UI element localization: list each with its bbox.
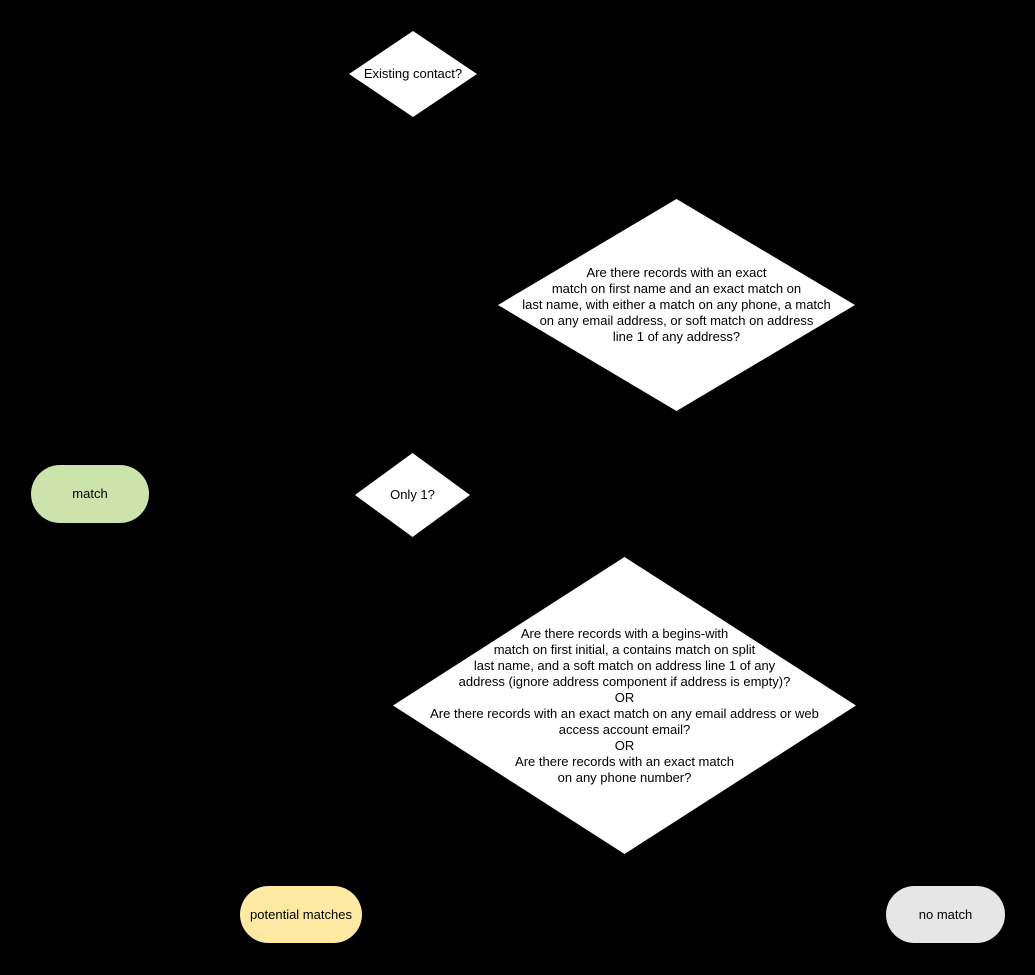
decision-only-one: Only 1? — [355, 453, 470, 537]
decision-existing-contact: Existing contact? — [349, 31, 477, 117]
diamond-shape — [498, 199, 855, 411]
terminator-potential-matches: potential matches — [240, 886, 362, 943]
terminator-potential-matches-label: potential matches — [250, 906, 352, 922]
decision-fuzzy-match-question: Are there records with a begins-with mat… — [393, 557, 856, 854]
diamond-shape — [349, 31, 477, 117]
terminator-match: match — [31, 465, 149, 523]
terminator-no-match: no match — [886, 886, 1005, 943]
diamond-shape — [355, 453, 470, 537]
diamond-shape — [393, 557, 856, 854]
terminator-match-label: match — [72, 486, 108, 501]
terminator-no-match-label: no match — [918, 906, 973, 922]
decision-exact-match-question: Are there records with an exact match on… — [498, 199, 855, 411]
